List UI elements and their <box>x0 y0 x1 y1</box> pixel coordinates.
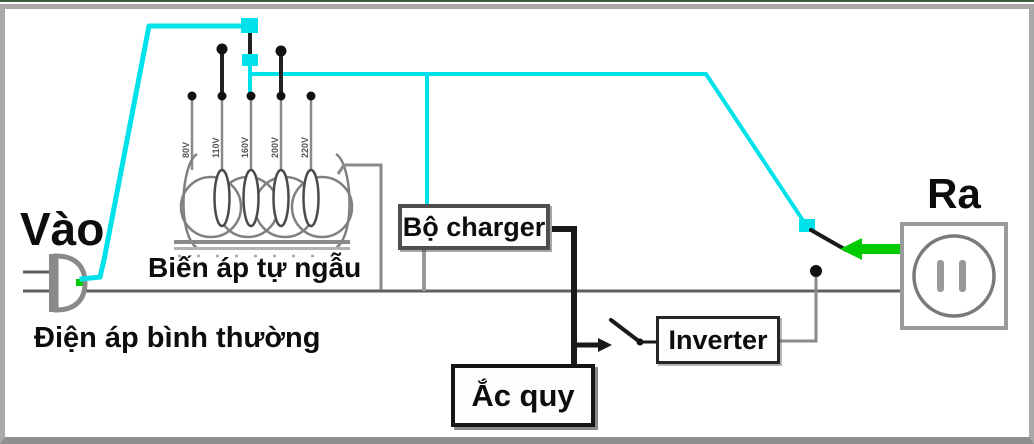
inverter-output-wire <box>780 265 822 343</box>
transformer-coil-windings <box>213 168 320 228</box>
inverter-switch <box>609 318 657 346</box>
input-label: Vào <box>20 203 105 255</box>
battery-box: Ắc quy <box>451 364 595 427</box>
transformer-output-wire <box>336 163 383 290</box>
transformer-caption: Biến áp tự ngẫu <box>148 252 362 283</box>
transformer-coils <box>179 152 354 250</box>
battery-wire-terminal <box>598 338 612 352</box>
tap-voltage-label: 200V <box>270 136 280 158</box>
transformer-tap-dots <box>187 43 316 101</box>
neutral-wire <box>23 270 903 293</box>
tap-voltage-label: 160V <box>240 136 250 158</box>
output-label: Ra <box>927 170 981 217</box>
transformer-tap-stems <box>220 50 283 96</box>
power-flow-arrow <box>840 238 903 260</box>
normal-voltage-caption: Điện áp bình thường <box>34 322 321 354</box>
inverter-box: Inverter <box>656 316 780 364</box>
battery-wire <box>552 226 598 366</box>
tap-voltage-label: 110V <box>211 137 221 158</box>
tap-voltage-label: 220V <box>300 136 310 158</box>
transformer-core <box>174 240 350 258</box>
plug-icon <box>49 253 88 313</box>
mains-wire <box>79 23 809 282</box>
mains-wire-nodes <box>241 18 815 232</box>
autotransformer-icon <box>174 43 383 290</box>
charger-box: Bộ charger <box>398 204 550 250</box>
tap-voltage-label: 80V <box>181 141 191 158</box>
transfer-switch-lever <box>809 228 848 252</box>
outlet-icon <box>900 222 1008 330</box>
